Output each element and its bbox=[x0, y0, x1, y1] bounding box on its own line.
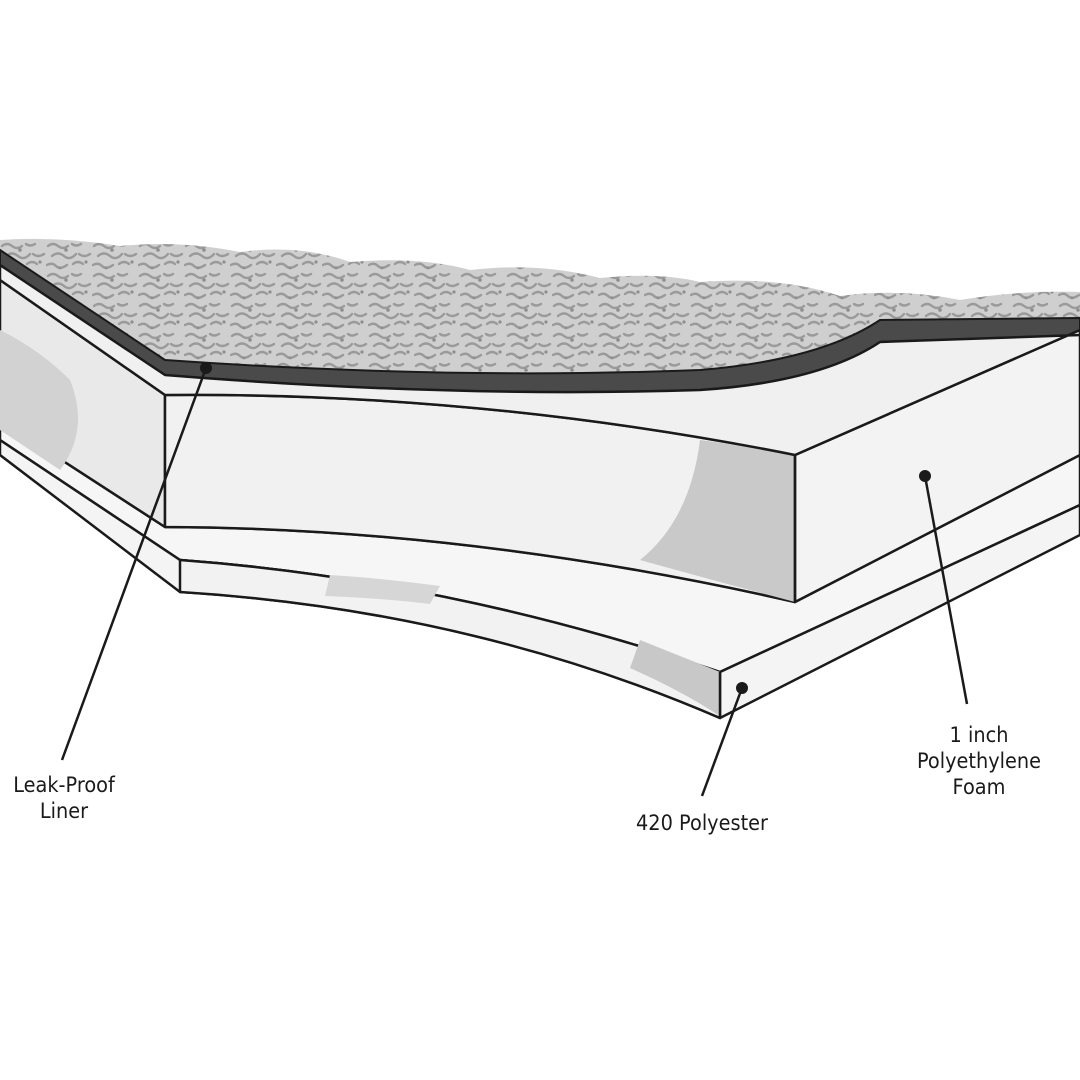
label-leak-proof-liner: Leak-Proof Liner bbox=[9, 772, 119, 824]
foam-layer bbox=[0, 278, 1080, 604]
foam-side-shading bbox=[0, 330, 78, 470]
callout-liner bbox=[60, 362, 212, 761]
callout-dot-foam bbox=[919, 470, 931, 482]
foam-top-edge bbox=[0, 263, 1080, 457]
foam-front-shading bbox=[640, 440, 795, 602]
label-liner-line-1: Leak-Proof bbox=[13, 773, 115, 797]
label-polyethylene-foam: 1 inch Polyethylene Foam bbox=[911, 722, 1047, 800]
liner-layer bbox=[0, 238, 1080, 457]
label-foam-line-1: 1 inch bbox=[949, 723, 1009, 747]
callout-dot-liner bbox=[200, 362, 212, 374]
callout-dot-polyester bbox=[736, 682, 748, 694]
callout-line-foam bbox=[923, 475, 969, 705]
label-420-polyester: 420 Polyester bbox=[628, 810, 775, 836]
callout-line-polyester bbox=[700, 687, 744, 797]
polyester-shading bbox=[630, 640, 720, 716]
callout-polyester bbox=[700, 682, 748, 797]
label-foam-line-2: Polyethylene bbox=[916, 749, 1042, 773]
fleece-surface bbox=[0, 238, 1080, 374]
label-liner-line-2: Liner bbox=[39, 799, 89, 823]
callout-line-liner bbox=[60, 367, 208, 761]
polyester-shading-2 bbox=[325, 575, 440, 604]
label-polyester-line-1: 420 Polyester bbox=[636, 811, 768, 835]
callout-foam bbox=[919, 470, 969, 705]
label-foam-line-3: Foam bbox=[952, 775, 1006, 799]
